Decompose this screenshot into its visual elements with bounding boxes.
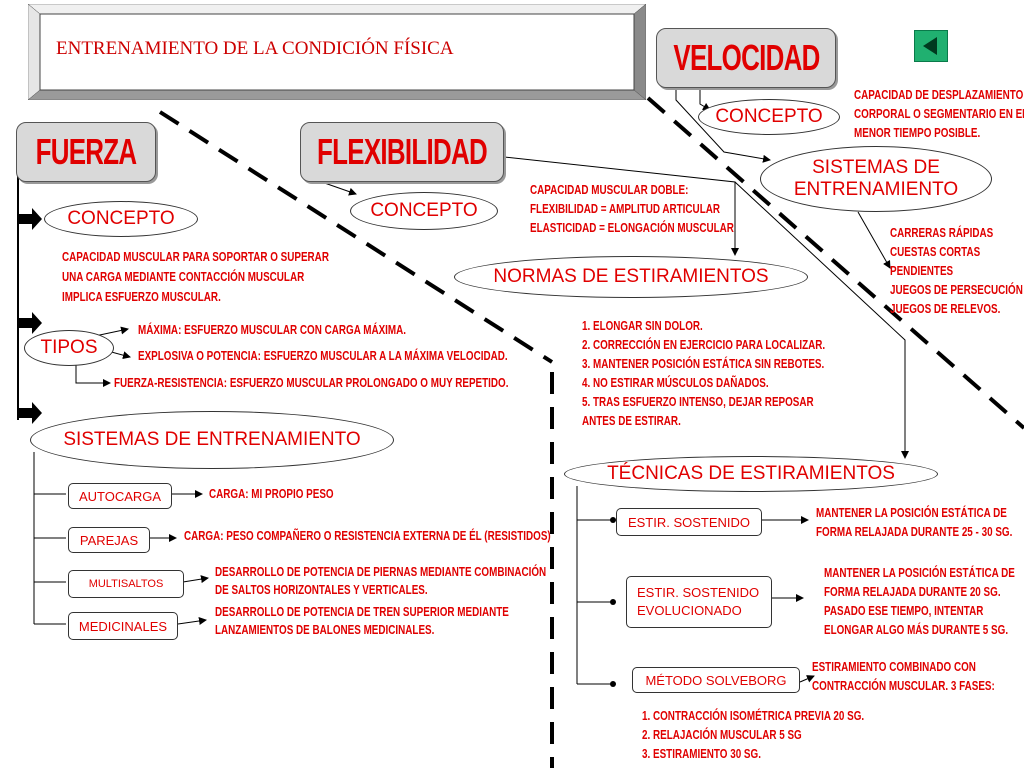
- text-line: MANTENER LA POSICIÓN ESTÁTICA DE: [824, 565, 1015, 580]
- sistema-item: JUEGOS DE PERSECUCIÓN: [890, 282, 1023, 297]
- text-line: ESTIR. SOSTENIDO: [637, 585, 760, 600]
- sostenido-desc: MANTENER LA POSICIÓN ESTÁTICA DE FORMA R…: [816, 503, 1024, 541]
- fase-item: 1. CONTRACCIÓN ISOMÉTRICA PREVIA 20 SG.: [642, 708, 865, 723]
- text-line: CAPACIDAD MUSCULAR PARA SOPORTAR O SUPER…: [62, 249, 329, 264]
- text-line: ELASTICIDAD = ELONGACIÓN MUSCULAR: [530, 220, 734, 235]
- multisaltos-desc: DESARROLLO DE POTENCIA DE PIERNAS MEDIAN…: [215, 563, 651, 599]
- autocarga-desc: CARGA: MI PROPIO PESO: [209, 486, 334, 501]
- norma-item: 4. NO ESTIRAR MÚSCULOS DAÑADOS.: [582, 375, 769, 390]
- norma-item: 5. TRAS ESFUERZO INTENSO, DEJAR REPOSAR: [582, 394, 814, 409]
- tipo-resistencia: FUERZA-RESISTENCIA: ESFUERZO MUSCULAR PR…: [114, 375, 509, 390]
- tecnica-sostenido-evolucionado: ESTIR. SOSTENIDO EVOLUCIONADO: [626, 576, 772, 628]
- text-line: CORPORAL O SEGMENTARIO EN EL: [854, 106, 1024, 121]
- sistema-parejas: PAREJAS: [68, 527, 150, 553]
- text-line: FORMA RELAJADA DURANTE 25 - 30 SG.: [816, 524, 1013, 539]
- tipo-maxima: MÁXIMA: ESFUERZO MUSCULAR CON CARGA MÁXI…: [138, 322, 407, 337]
- text-line: IMPLICA ESFUERZO MUSCULAR.: [62, 289, 221, 304]
- sistema-item: JUEGOS DE RELEVOS.: [890, 301, 1001, 316]
- velocidad-concepto-text: CAPACIDAD DE DESPLAZAMIENTO CORPORAL O S…: [854, 85, 1024, 142]
- tecnicas-node: TÉCNICAS DE ESTIRAMIENTOS: [564, 456, 938, 492]
- text-line: MANTENER LA POSICIÓN ESTÁTICA DE: [816, 505, 1007, 520]
- text-line: DESARROLLO DE POTENCIA DE PIERNAS MEDIAN…: [215, 564, 547, 579]
- text-line: SISTEMAS DE: [812, 157, 940, 179]
- text-line: MENOR TIEMPO POSIBLE.: [854, 125, 981, 140]
- flexibilidad-concepto-text: CAPACIDAD MUSCULAR DOBLE: FLEXIBILIDAD =…: [530, 180, 798, 237]
- fuerza-sistemas-node: SISTEMAS DE ENTRENAMIENTO: [30, 411, 394, 469]
- sistema-medicinales: MEDICINALES: [68, 612, 178, 640]
- norma-item: ANTES DE ESTIRAR.: [582, 413, 681, 428]
- fase-item: 2. RELAJACIÓN MUSCULAR 5 SG: [642, 727, 802, 742]
- sistema-multisaltos: MULTISALTOS: [68, 570, 184, 598]
- velocidad-concepto-node: CONCEPTO: [698, 99, 840, 135]
- back-button[interactable]: [914, 30, 948, 62]
- fuerza-header: FUERZA: [16, 122, 156, 182]
- text-line: DESARROLLO DE POTENCIA DE TREN SUPERIOR …: [215, 604, 509, 619]
- fuerza-concepto-node: CONCEPTO: [44, 201, 198, 237]
- title-frame: [28, 4, 646, 100]
- norma-item: 3. MANTENER POSICIÓN ESTÁTICA SIN REBOTE…: [582, 356, 825, 371]
- play-left-icon: [923, 37, 937, 55]
- text-line: LANZAMIENTOS DE BALONES MEDICINALES.: [215, 622, 435, 637]
- page-title: ENTRENAMIENTO DE LA CONDICIÓN FÍSICA: [56, 38, 454, 59]
- sistema-autocarga: AUTOCARGA: [68, 483, 172, 509]
- fuerza-tipos-node: TIPOS: [24, 330, 114, 366]
- velocidad-sistemas-node: SISTEMAS DE ENTRENAMIENTO: [760, 146, 992, 212]
- text-line: CONTRACCIÓN MUSCULAR. 3 FASES:: [812, 678, 995, 693]
- text-line: CAPACIDAD MUSCULAR DOBLE:: [530, 182, 689, 197]
- medicinales-desc: DESARROLLO DE POTENCIA DE TREN SUPERIOR …: [215, 603, 602, 639]
- section-divider: [158, 96, 1024, 768]
- big-arrow-icon: [18, 402, 42, 424]
- tecnica-metodo-solveborg: MÉTODO SOLVEBORG: [632, 667, 800, 693]
- flexibilidad-concepto-node: CONCEPTO: [350, 192, 498, 230]
- velocidad-sistemas-list: CARRERAS RÁPIDAS CUESTAS CORTAS PENDIENT…: [890, 223, 1024, 318]
- tecnica-sostenido: ESTIR. SOSTENIDO: [616, 508, 762, 536]
- normas-node: NORMAS DE ESTIRAMIENTOS: [454, 256, 808, 298]
- sistema-item: CARRERAS RÁPIDAS: [890, 225, 994, 240]
- text-line: FORMA RELAJADA DURANTE 20 SG.: [824, 584, 1001, 599]
- norma-item: 2. CORRECCIÓN EN EJERCICIO PARA LOCALIZA…: [582, 337, 826, 352]
- text-line: EVOLUCIONADO: [637, 603, 742, 618]
- text-line: ENTRENAMIENTO: [793, 179, 959, 200]
- evolucionado-desc: MANTENER LA POSICIÓN ESTÁTICA DE FORMA R…: [824, 563, 1024, 639]
- text-line: DE SALTOS HORIZONTALES Y VERTICALES.: [215, 582, 428, 597]
- big-arrow-icon: [18, 312, 42, 334]
- text-line: ESTIRAMIENTO COMBINADO CON: [812, 659, 976, 674]
- text-line: PASADO ESE TIEMPO, INTENTAR: [824, 603, 984, 618]
- normas-list: 1. ELONGAR SIN DOLOR. 2. CORRECCIÓN EN E…: [582, 316, 902, 430]
- velocidad-header: VELOCIDAD: [656, 28, 836, 88]
- text-line: UNA CARGA MEDIANTE CONTACCIÓN MUSCULAR: [62, 269, 305, 284]
- text-line: FLEXIBILIDAD = AMPLITUD ARTICULAR: [530, 201, 720, 216]
- big-arrow-icon: [18, 208, 42, 230]
- tipo-explosiva: EXPLOSIVA O POTENCIA: ESFUERZO MUSCULAR …: [138, 348, 508, 363]
- solveborg-desc: ESTIRAMIENTO COMBINADO CON CONTRACCIÓN M…: [812, 657, 1024, 695]
- sistema-item: PENDIENTES: [890, 263, 954, 278]
- flexibilidad-header: FLEXIBILIDAD: [300, 122, 504, 182]
- text-line: CAPACIDAD DE DESPLAZAMIENTO: [854, 87, 1024, 102]
- fase-item: 3. ESTIRAMIENTO 30 SG.: [642, 746, 761, 761]
- norma-item: 1. ELONGAR SIN DOLOR.: [582, 318, 703, 333]
- solveborg-fases: 1. CONTRACCIÓN ISOMÉTRICA PREVIA 20 SG. …: [642, 706, 934, 763]
- sistema-item: CUESTAS CORTAS: [890, 244, 981, 259]
- parejas-desc: CARGA: PESO COMPAÑERO O RESISTENCIA EXTE…: [184, 528, 551, 543]
- fuerza-concepto-text: CAPACIDAD MUSCULAR PARA SOPORTAR O SUPER…: [62, 247, 413, 307]
- text-line: ELONGAR ALGO MÁS DURANTE 5 SG.: [824, 622, 1009, 637]
